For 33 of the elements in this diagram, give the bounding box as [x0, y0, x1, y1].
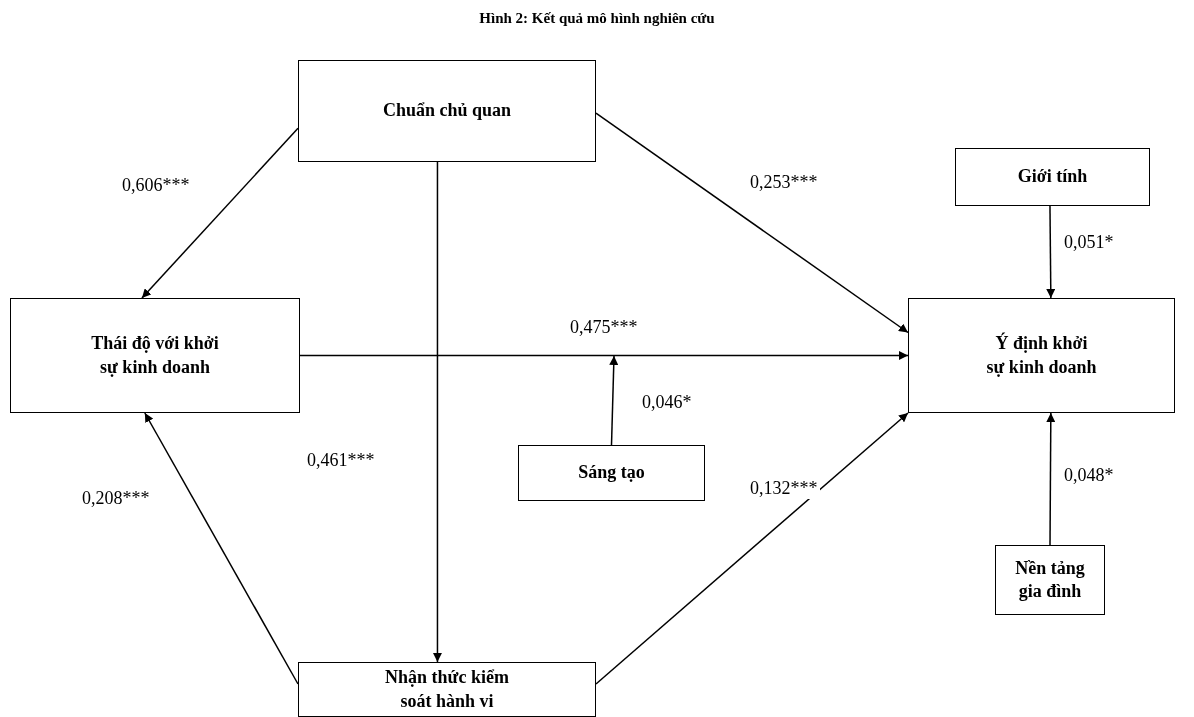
edge-label: 0,253***: [748, 172, 820, 193]
process-box: [518, 445, 705, 501]
node-label: Sáng tạo: [578, 461, 645, 485]
process-box: [298, 60, 596, 162]
edge-label: 0,208***: [80, 488, 152, 509]
node-label: Chuẩn chủ quan: [382, 99, 512, 123]
arrow: [432, 161, 442, 663]
node-label: Nền tảng gia đình: [1014, 556, 1086, 603]
edge-label: 0,132***: [748, 478, 820, 499]
process-box: [908, 298, 1175, 413]
arrow: [595, 412, 909, 685]
edge-label: 0,048*: [1062, 465, 1116, 486]
arrow: [1046, 205, 1056, 299]
node-label: Nhận thức kiểm soát hành vi: [384, 666, 510, 713]
arrow: [144, 412, 299, 685]
figure-title: Hình 2: Kết quả mô hình nghiên cứu: [479, 10, 715, 27]
edge-label: 0,606***: [120, 175, 192, 196]
arrow: [141, 127, 299, 299]
edge-label: 0,046*: [640, 392, 694, 413]
arrow: [299, 351, 909, 360]
process-box: [10, 298, 300, 413]
process-box: [298, 662, 596, 717]
process-box: [995, 545, 1105, 615]
arrow: [609, 355, 619, 446]
edge-label: 0,051*: [1062, 232, 1116, 253]
edge-label: 0,461***: [305, 450, 377, 471]
arrow: [595, 112, 909, 334]
process-box: [955, 148, 1150, 206]
node-label: Giới tính: [1017, 165, 1088, 189]
arrow: [1046, 412, 1056, 546]
edge-label: 0,475***: [568, 317, 640, 338]
node-label: Thái độ với khởi sự kinh doanh: [90, 332, 220, 379]
node-label: Ý định khởi sự kinh doanh: [985, 332, 1098, 379]
